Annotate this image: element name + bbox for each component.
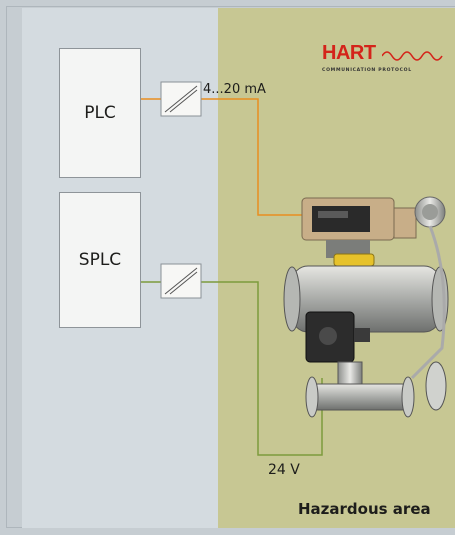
voltage-label: 24 V [268, 462, 300, 478]
hart-logo-word: HART [322, 42, 376, 64]
power-isolator-icon [160, 263, 202, 299]
valve-actuator-icon [283, 196, 449, 418]
splc-box: SPLC [59, 192, 141, 328]
signal-wire-loop [201, 98, 302, 216]
hart-wave-icon [382, 51, 443, 61]
power-wire-loop [201, 281, 323, 456]
plc-box: PLC [59, 48, 141, 178]
signal-isolator-icon [160, 81, 202, 117]
hart-logo: HART COMMUNICATION PROTOCOL [322, 42, 446, 78]
plc-label: PLC [84, 103, 116, 123]
signal-label: 4...20 mA [203, 82, 266, 97]
hazardous-area-label: Hazardous area [298, 500, 431, 518]
hart-logo-subtitle: COMMUNICATION PROTOCOL [322, 68, 412, 73]
splc-label: SPLC [78, 250, 122, 270]
